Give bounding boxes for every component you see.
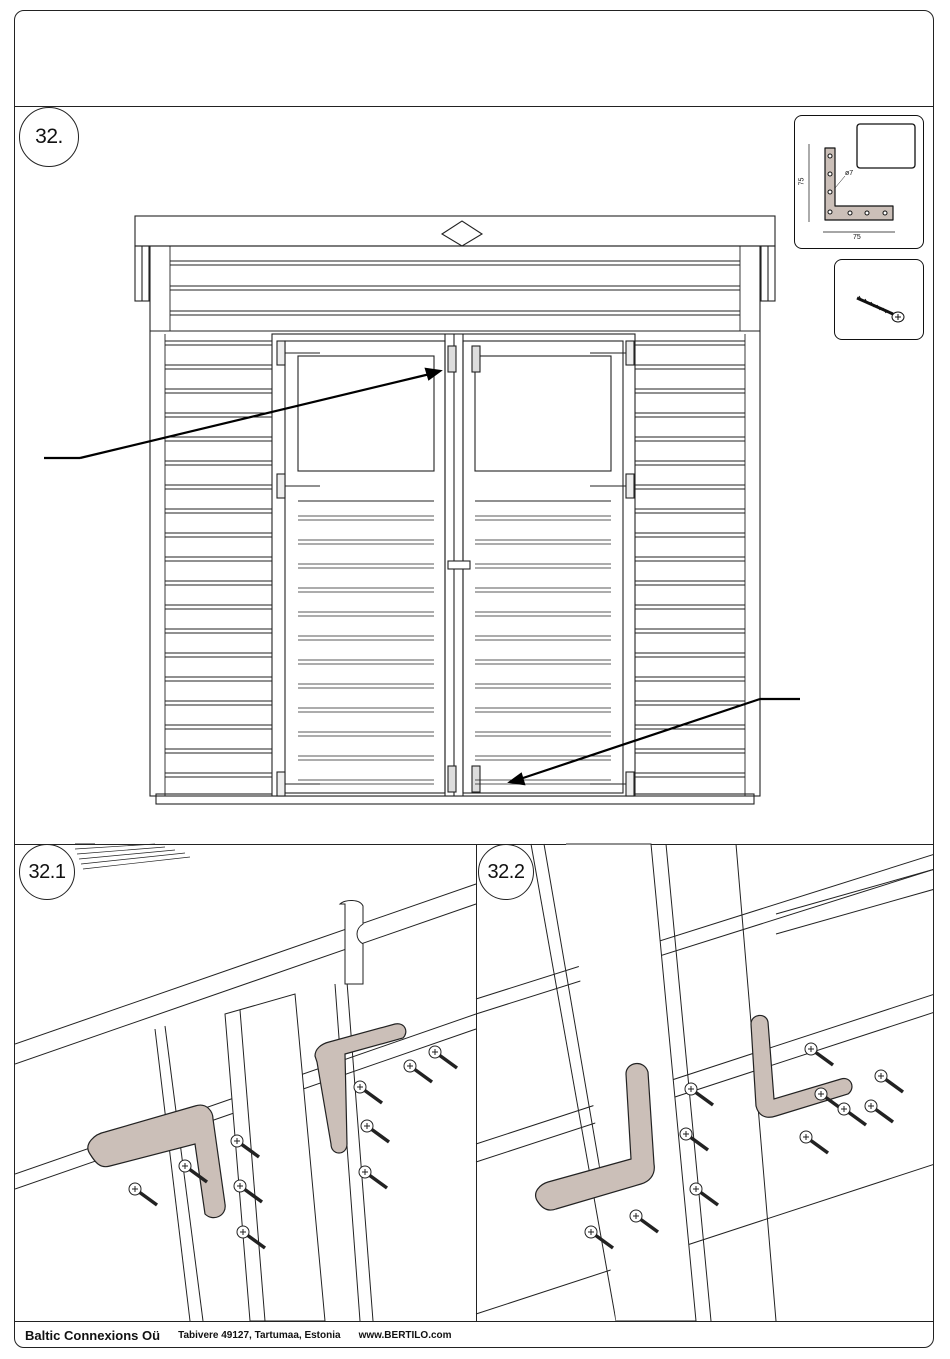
screw-icon xyxy=(857,296,904,322)
corner-bracket-upper xyxy=(751,1015,852,1117)
instruction-page-frame: 32. 32.1 32.2 xyxy=(14,10,934,1348)
footer: Baltic Connexions Oü Tabivere 49127, Tar… xyxy=(25,1321,452,1348)
bracket-spec-inset: 75 75 ø7 xyxy=(794,115,924,249)
footer-address: Tabivere 49127, Tartumaa, Estonia xyxy=(178,1330,340,1341)
footer-website: www.BERTILO.com xyxy=(359,1330,452,1341)
screw-inset xyxy=(834,259,924,340)
step-number-main: 32. xyxy=(19,107,79,167)
shed-front-drawing xyxy=(120,216,800,806)
bracket-width-label: 75 xyxy=(853,234,861,241)
footer-company: Baltic Connexions Oü xyxy=(25,1328,160,1343)
header-divider xyxy=(15,106,933,107)
bracket-height-label: 75 xyxy=(798,178,805,186)
corner-bracket-left xyxy=(88,1105,225,1218)
bracket-hole-label: ø7 xyxy=(845,170,853,177)
detail-left-drawing xyxy=(15,844,476,1321)
detail-right-drawing xyxy=(476,844,934,1321)
